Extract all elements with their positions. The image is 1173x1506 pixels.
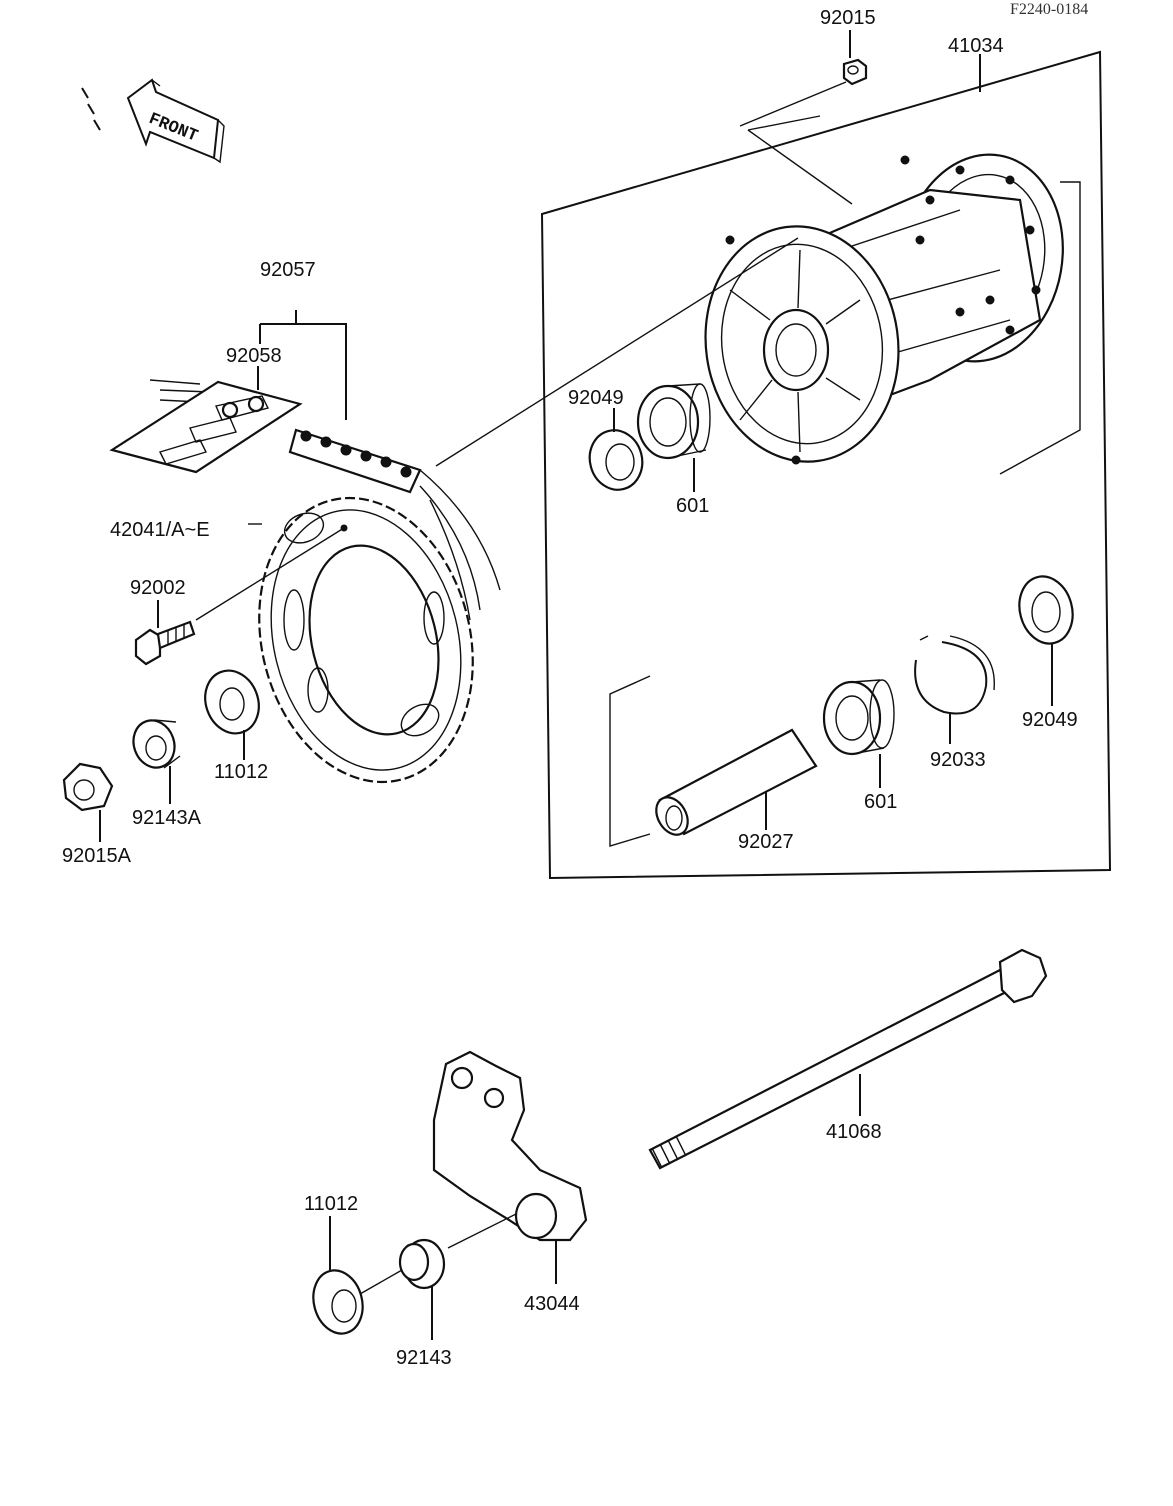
label-92002: 92002	[130, 577, 186, 599]
label-92015: 92015	[820, 7, 876, 29]
collar-11012-top	[204, 669, 260, 760]
label-601-bottom: 601	[864, 791, 897, 813]
spacer-guide-line	[609, 675, 651, 847]
rear-sprocket-42041	[248, 496, 474, 784]
rear-hub-41034	[704, 153, 1064, 465]
hub-group-frame	[540, 50, 1112, 880]
reference-code: F2240-0184	[1010, 1, 1088, 18]
collar-11012-bottom	[312, 1216, 364, 1335]
axle-41068	[648, 948, 1048, 1170]
label-92057: 92057	[260, 259, 316, 281]
label-92058: 92058	[226, 345, 282, 367]
label-92143A: 92143A	[132, 807, 202, 829]
label-92049-top: 92049	[568, 387, 624, 409]
label-11012-top: 11012	[214, 761, 268, 783]
label-601-top: 601	[676, 495, 709, 517]
collar-92143-bottom	[359, 1238, 446, 1340]
nut-92015A	[62, 762, 114, 842]
label-11012-bottom: 11012	[304, 1193, 358, 1215]
ball-bearing-601-bottom	[822, 679, 895, 788]
label-92015A: 92015A	[62, 845, 132, 867]
label-41034: 41034	[948, 35, 1004, 57]
label-41068: 41068	[826, 1121, 882, 1143]
assembly-guide-line	[435, 237, 799, 467]
hub-guide-line	[999, 181, 1081, 475]
caliper-bracket-43044	[432, 1050, 588, 1284]
label-92143: 92143	[396, 1347, 452, 1369]
master-link-92058	[109, 366, 303, 474]
label-92049-right: 92049	[1022, 709, 1078, 731]
label-43044: 43044	[524, 1293, 580, 1315]
label-92033: 92033	[930, 749, 986, 771]
oil-seal-92049-top	[588, 408, 644, 491]
oil-seal-92049-right	[1018, 575, 1074, 706]
label-92027: 92027	[738, 831, 794, 853]
collar-92143A	[132, 719, 181, 804]
spacer-tube-92027	[655, 728, 818, 836]
bolt-92002	[134, 527, 345, 666]
ball-bearing-601-top	[636, 383, 711, 492]
drive-chain-92057	[149, 310, 501, 621]
nut-92015	[739, 30, 868, 127]
label-42041: 42041/A~E	[110, 519, 210, 541]
circlip-92033	[914, 635, 995, 744]
front-arrow-icon: FRONT	[81, 78, 225, 164]
